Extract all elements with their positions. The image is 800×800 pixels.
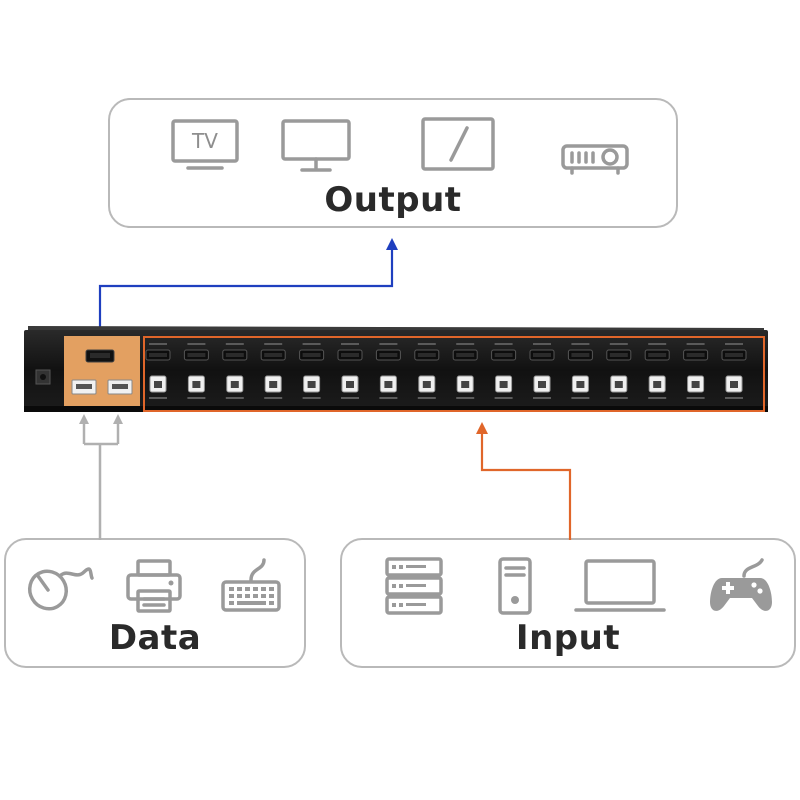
tv-icon: TV xyxy=(170,118,240,174)
input-port-2 xyxy=(183,343,209,399)
input-port-11 xyxy=(529,343,555,399)
display-panel-icon xyxy=(420,116,496,174)
output-connector xyxy=(98,238,398,334)
input-port-8 xyxy=(414,343,440,399)
input-port-6 xyxy=(337,343,363,399)
gamepad-icon xyxy=(708,556,774,616)
mouse-icon xyxy=(24,562,94,614)
input-port-row xyxy=(145,343,747,399)
input-port-7 xyxy=(375,343,401,399)
server-icon xyxy=(384,556,444,616)
kvm-switch-device xyxy=(24,326,768,412)
data-connector xyxy=(79,414,123,540)
projector-icon xyxy=(560,140,632,176)
desktop-tower-icon xyxy=(492,556,538,616)
printer-icon xyxy=(124,558,184,616)
input-port-15 xyxy=(683,343,709,399)
output-label: Output xyxy=(324,180,462,220)
data-label: Data xyxy=(108,618,202,658)
input-port-9 xyxy=(452,343,478,399)
input-port-3 xyxy=(222,343,248,399)
monitor-icon xyxy=(280,118,352,174)
output-panel: TV xyxy=(108,98,678,228)
data-panel: Data xyxy=(4,538,306,668)
orange-control-panel xyxy=(64,336,140,406)
input-port-14 xyxy=(644,343,670,399)
input-connector xyxy=(476,422,572,540)
keyboard-icon xyxy=(220,554,282,614)
input-port-5 xyxy=(299,343,325,399)
input-port-4 xyxy=(260,343,286,399)
laptop-icon xyxy=(572,558,668,616)
input-panel: Input xyxy=(340,538,796,668)
input-port-13 xyxy=(606,343,632,399)
input-port-16 xyxy=(721,343,747,399)
input-port-10 xyxy=(491,343,517,399)
tv-icon-text: TV xyxy=(192,129,218,153)
input-port-12 xyxy=(567,343,593,399)
input-port-1 xyxy=(145,343,171,399)
input-label: Input xyxy=(515,618,621,658)
input-ports-frame xyxy=(143,336,765,412)
